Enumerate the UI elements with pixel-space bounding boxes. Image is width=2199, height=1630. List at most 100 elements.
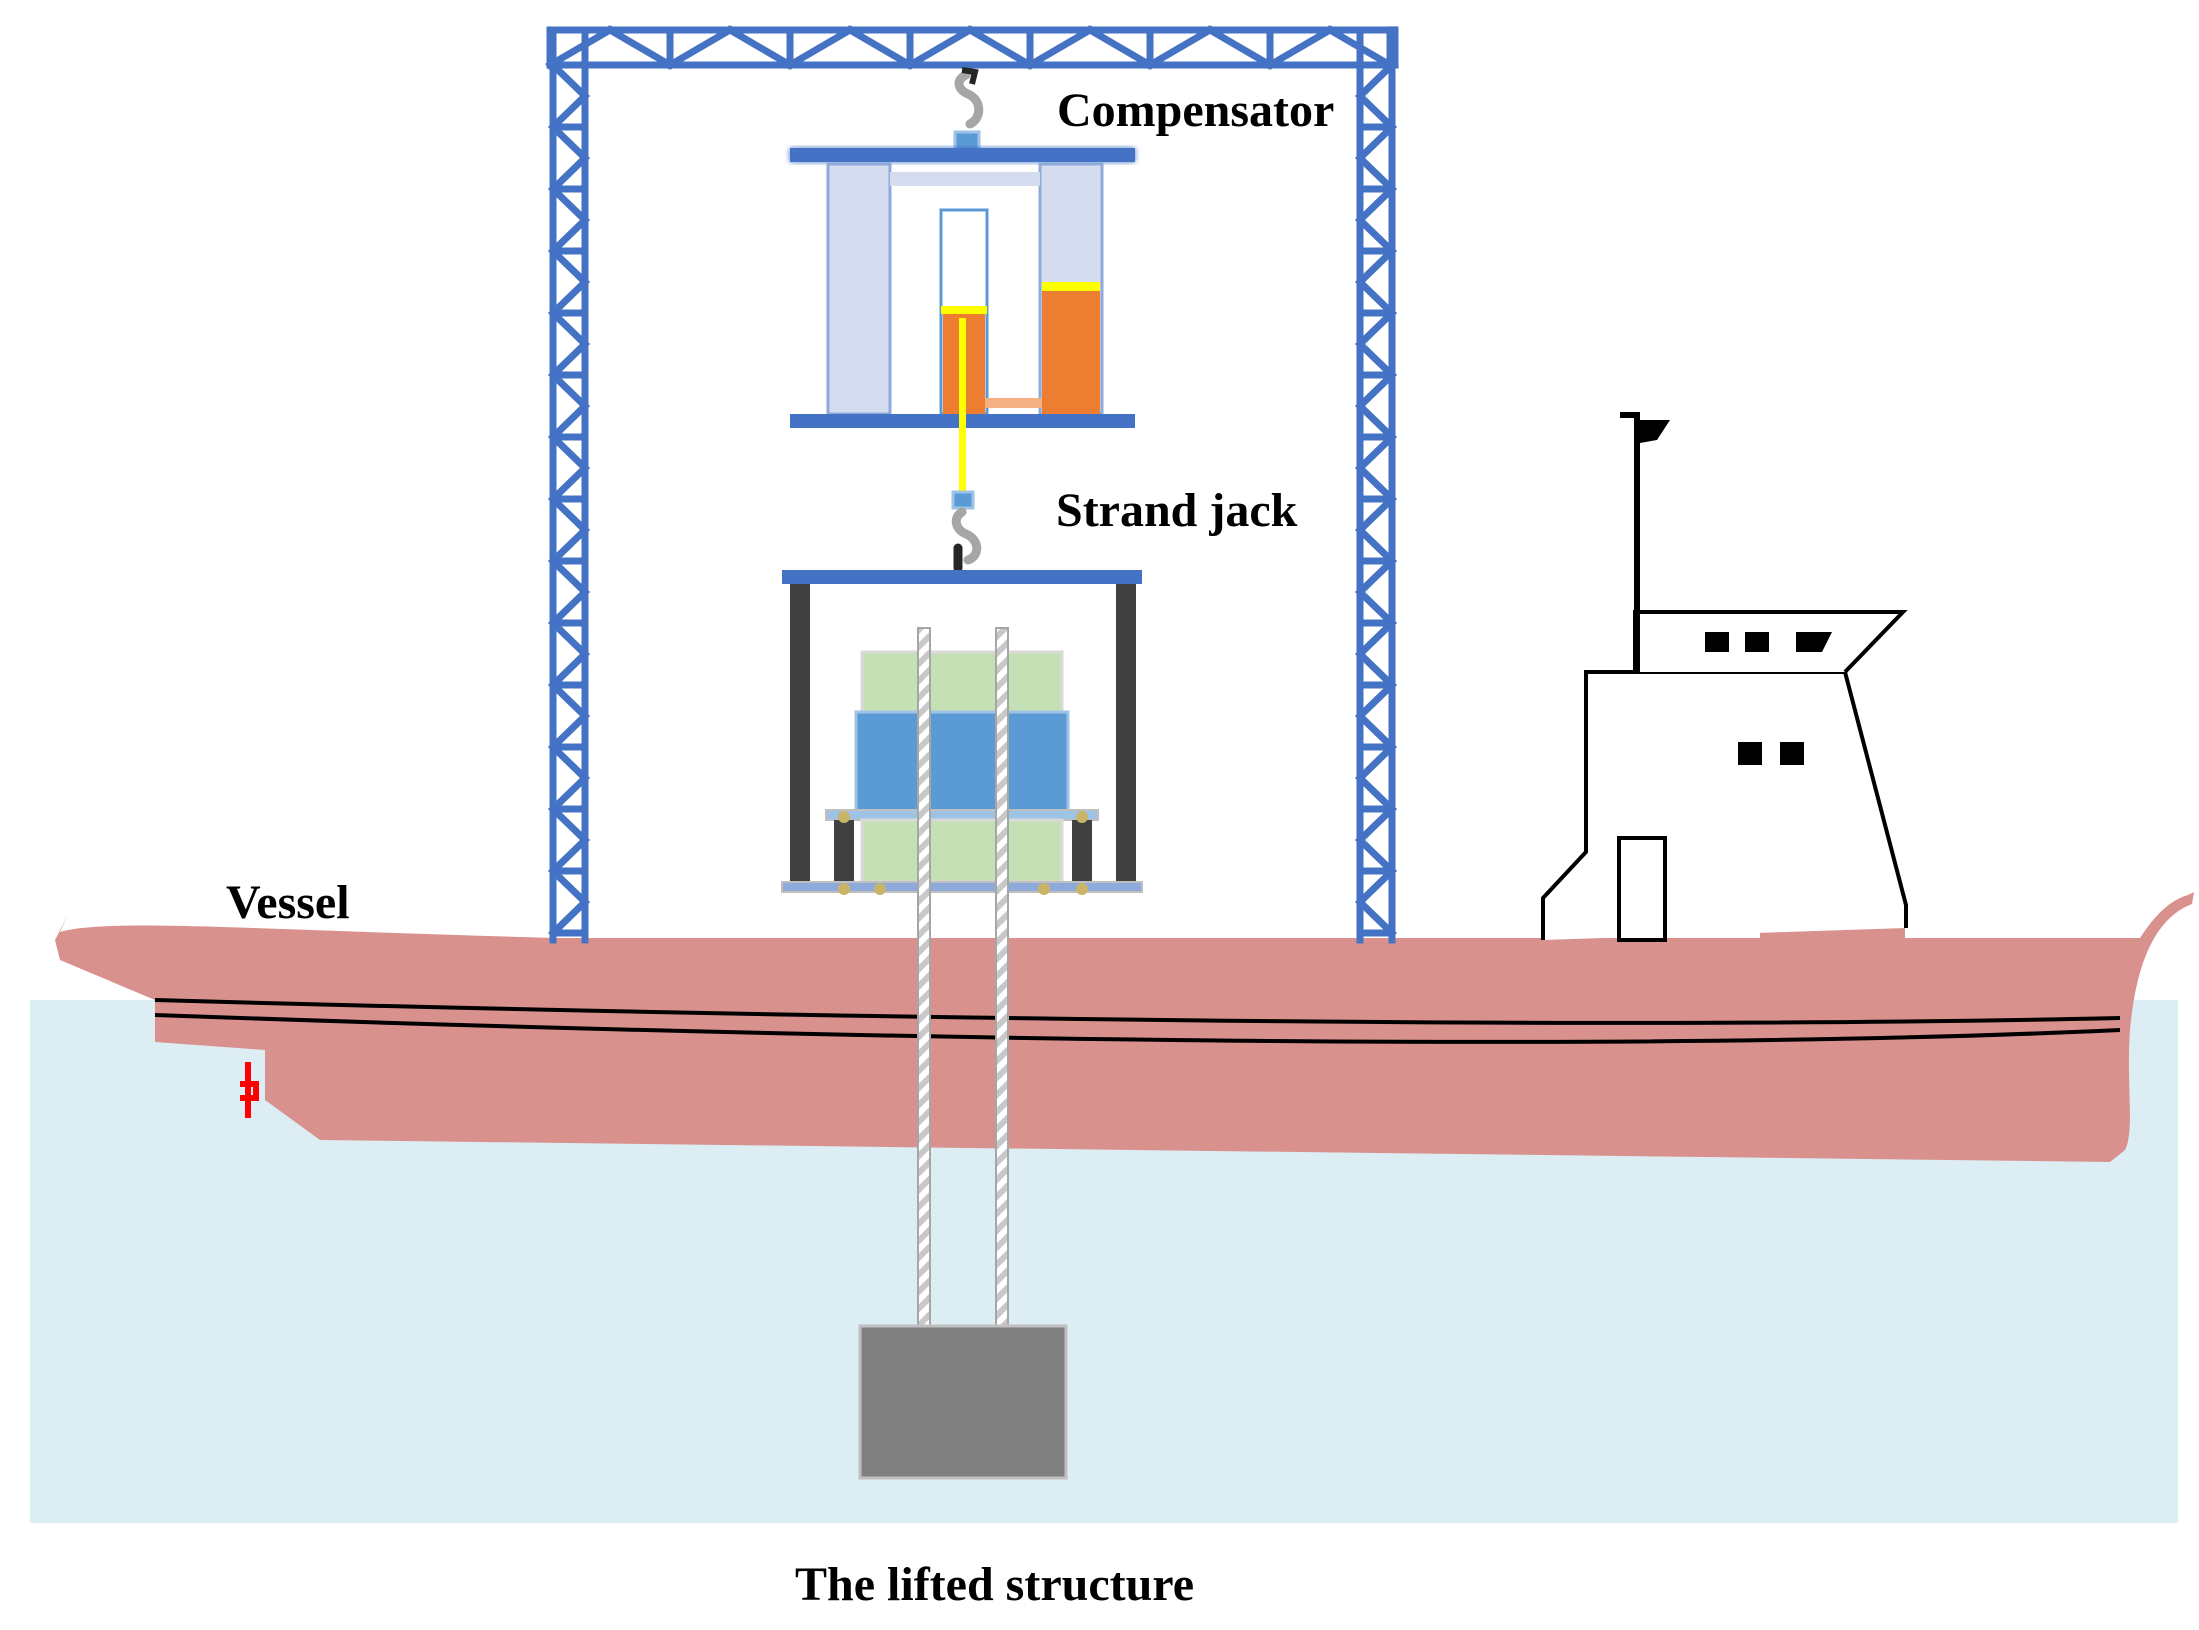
gantry-leg-diagonal: [548, 401, 590, 442]
gantry-leg-diagonal: [548, 525, 590, 566]
gantry-top-diagonal: [1085, 25, 1155, 70]
gantry-top-diagonal: [1025, 25, 1095, 70]
compensator-accumulator-fluid: [1042, 288, 1100, 414]
strand-jack-hook-icon: [951, 490, 982, 573]
lifted-structure-block: [858, 1324, 1068, 1480]
compensator-piston-rod: [959, 318, 966, 494]
gantry-leg-diagonal: [1355, 91, 1397, 132]
gantry-top-diagonal: [665, 25, 735, 70]
gantry-top-diagonal: [905, 25, 975, 70]
hull-line-lower: [154, 1013, 2121, 1044]
gantry-top-diagonal: [725, 25, 795, 70]
gantry-leg-diagonal: [548, 866, 590, 907]
gantry-leg-diagonal: [548, 184, 590, 225]
gantry-leg-diagonal: [1355, 525, 1397, 566]
gantry-leg-diagonal: [548, 60, 590, 101]
lifted-structure-label: The lifted structure: [795, 1558, 1194, 1611]
gantry-leg-diagonal: [548, 773, 590, 814]
gantry-leg-diagonal: [548, 277, 590, 318]
gantry-top-diagonal: [605, 25, 675, 70]
bridge-door: [1617, 836, 1667, 942]
strand-left: [917, 627, 931, 1329]
gantry-leg-diagonal: [1355, 277, 1397, 318]
compensator-accumulator-cap: [1042, 282, 1100, 291]
strand-jack-upper-band: [860, 650, 1064, 714]
gantry-leg-diagonal: [548, 432, 590, 473]
gantry-leg-diagonal: [1355, 680, 1397, 721]
gantry-top-diagonal: [1265, 25, 1335, 70]
gantry-leg-diagonal: [548, 804, 590, 845]
gantry-leg-diagonal: [548, 649, 590, 690]
gantry-leg-diagonal: [1355, 587, 1397, 628]
gantry-leg-diagonal: [1355, 618, 1397, 659]
gantry-top-diagonal: [1205, 25, 1275, 70]
gantry-leg-diagonal: [548, 153, 590, 194]
gantry-leg-diagonal: [548, 711, 590, 752]
compensator-top-hook-icon: [953, 67, 984, 154]
gantry-leg-diagonal: [548, 215, 590, 256]
strand-jack: [781, 490, 1143, 895]
strand-jack-left-post: [790, 584, 810, 884]
compensator-crossbar: [890, 172, 1040, 186]
gantry-leg-diagonal: [1355, 339, 1397, 380]
gantry-top-diagonal: [965, 25, 1035, 70]
gantry-leg-diagonal: [1355, 153, 1397, 194]
gantry-leg-diagonal: [548, 587, 590, 628]
gantry-top-diagonal: [1145, 25, 1215, 70]
gantry-leg-diagonal: [548, 618, 590, 659]
gantry-top-diagonal: [545, 25, 615, 70]
gantry-leg-diagonal: [1355, 494, 1397, 535]
gantry-leg-diagonal: [1355, 432, 1397, 473]
gantry-leg-diagonal: [1355, 308, 1397, 349]
gantry-leg-diagonal: [548, 122, 590, 163]
compensator-label: Compensator: [1057, 84, 1334, 137]
gantry-leg-diagonal: [1355, 122, 1397, 163]
gantry-leg-diagonal: [548, 742, 590, 783]
gantry-leg-diagonal: [1355, 711, 1397, 752]
vessel-label: Vessel: [226, 876, 350, 929]
gantry-leg-diagonal: [1355, 804, 1397, 845]
gantry-leg-diagonal: [1355, 649, 1397, 690]
gantry-leg-diagonal: [1355, 401, 1397, 442]
gantry-leg-diagonal: [548, 494, 590, 535]
gantry-leg-diagonal: [1355, 866, 1397, 907]
compensator-piston-cap: [941, 306, 987, 314]
gantry-leg-diagonal: [1355, 463, 1397, 504]
gantry-leg-diagonal: [548, 91, 590, 132]
gantry-leg-diagonal: [548, 308, 590, 349]
strand-right: [995, 627, 1009, 1329]
rudder-icon: [240, 1062, 259, 1118]
gantry-leg-diagonal: [548, 370, 590, 411]
bridge-windows: [1705, 632, 1832, 765]
gantry-frame: [545, 25, 1399, 944]
gantry-leg-diagonal: [1355, 835, 1397, 876]
gantry-leg-diagonal: [1355, 215, 1397, 256]
gantry-leg-diagonal: [548, 897, 590, 938]
strand-jack-top-plate: [782, 570, 1142, 584]
hull-line-upper: [154, 998, 2121, 1025]
strand-jack-lower-band: [860, 818, 1064, 884]
strand-jack-right-post: [1116, 584, 1136, 884]
gantry-top-diagonal: [845, 25, 915, 70]
gantry-leg-diagonal: [548, 463, 590, 504]
strand-jack-label: Strand jack: [1056, 484, 1298, 537]
gantry-leg-diagonal: [548, 680, 590, 721]
gantry-leg-diagonal: [1355, 370, 1397, 411]
mast-flag-icon: [1620, 412, 1670, 674]
gantry-leg-diagonal: [548, 339, 590, 380]
vessel-hull: [55, 892, 2194, 1162]
gantry-leg-diagonal: [548, 835, 590, 876]
gantry-leg-diagonal: [1355, 184, 1397, 225]
strand-jack-body: [854, 710, 1070, 814]
compensator-pipe: [985, 398, 1042, 408]
ship-superstructure: [1541, 412, 1908, 942]
gantry-leg-diagonal: [1355, 897, 1397, 938]
gantry-leg-diagonal: [1355, 60, 1397, 101]
gantry-leg-diagonal: [1355, 556, 1397, 597]
compensator: [790, 67, 1135, 494]
gantry-leg-diagonal: [1355, 742, 1397, 783]
gantry-leg-diagonal: [548, 246, 590, 287]
gantry-leg-diagonal: [548, 556, 590, 597]
compensator-left-column: [826, 162, 892, 416]
